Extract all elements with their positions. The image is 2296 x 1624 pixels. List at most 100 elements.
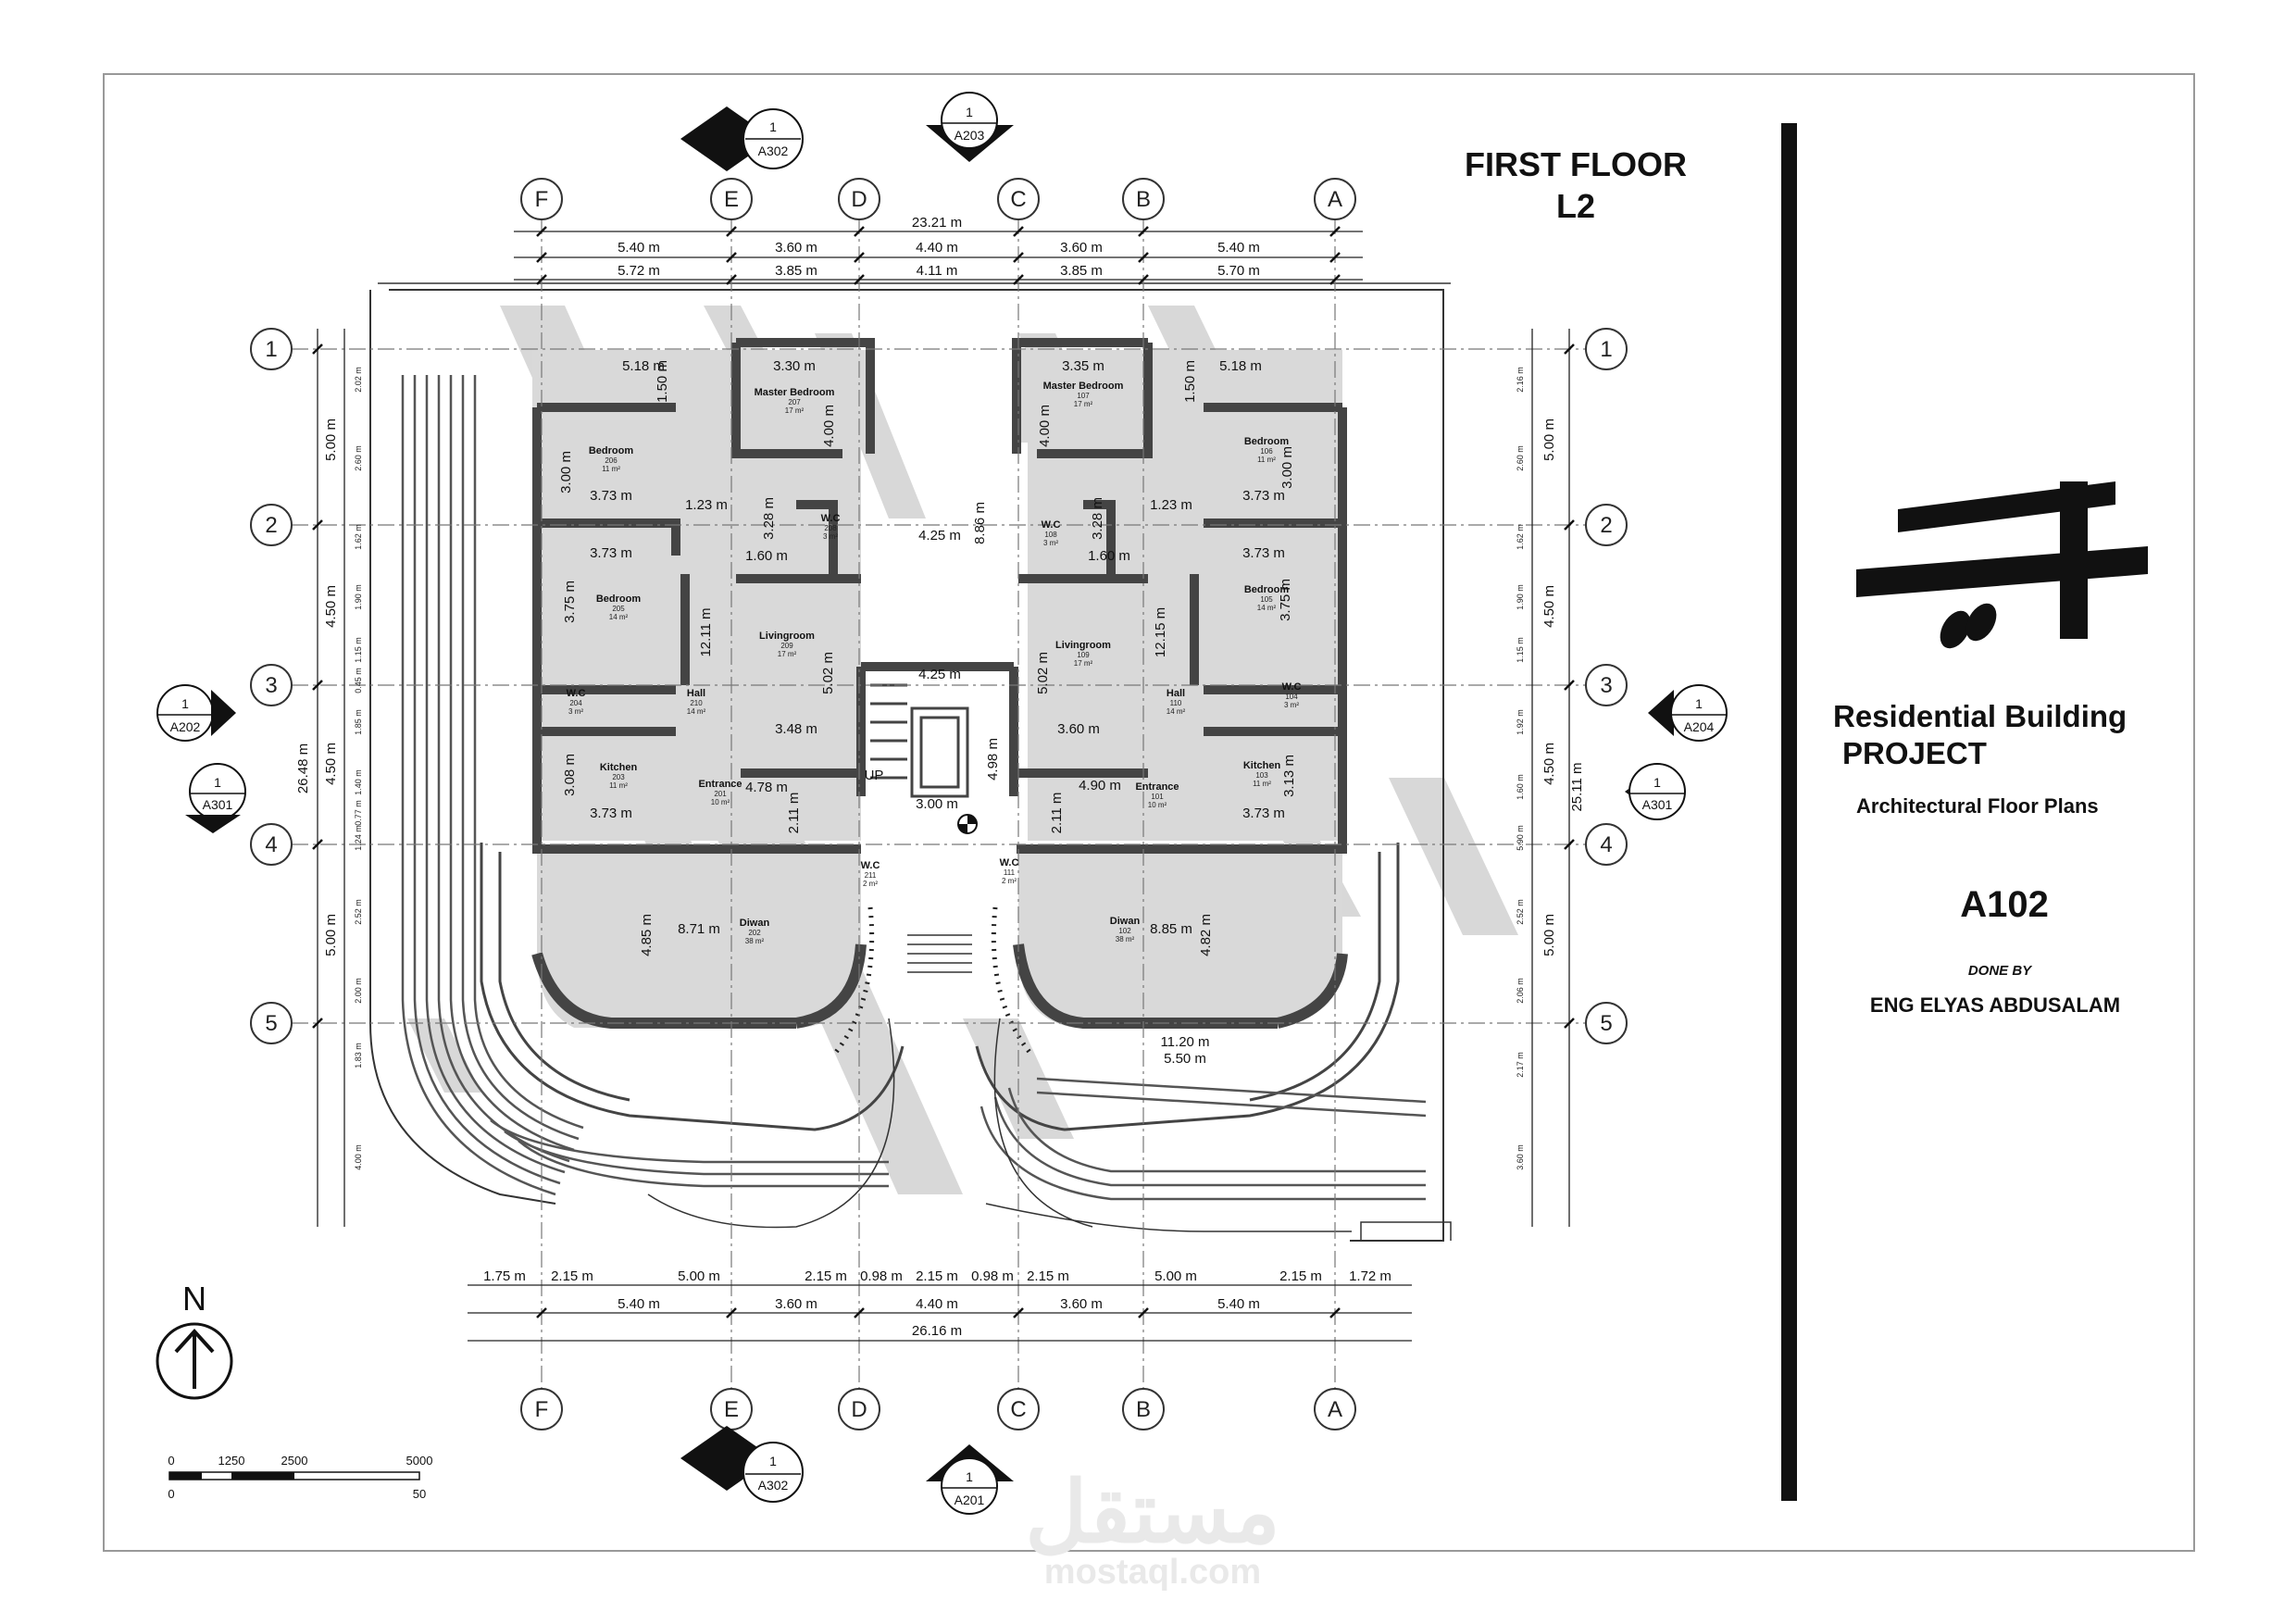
dim-left-span-3: 4.50 m xyxy=(323,743,339,785)
project-subtitle: Architectural Floor Plans xyxy=(1856,794,2099,818)
grid-label-col-d: D xyxy=(851,187,867,212)
room-name: Livingroom xyxy=(1055,640,1111,651)
dim-right-span-3: 4.50 m xyxy=(1541,743,1557,785)
room-area: 38 m² xyxy=(745,937,765,945)
room-name: Entrance xyxy=(698,779,742,790)
sheet-title: FIRST FLOOR L2 xyxy=(1465,145,1687,225)
room-name: Master Bedroom xyxy=(755,387,835,398)
room-area: 10 m² xyxy=(711,798,730,806)
room-number: 206 xyxy=(605,456,618,465)
svg-text:5000: 5000 xyxy=(406,1454,433,1468)
grid-label-row-1: 1 xyxy=(265,337,277,362)
room-area: 17 m² xyxy=(785,406,805,415)
dim-top-row1-1: 5.40 m xyxy=(618,240,660,256)
room-name: Kitchen xyxy=(1243,760,1281,771)
room-name: Hall xyxy=(1167,688,1185,699)
room-dim: 3.73 m xyxy=(1242,545,1285,561)
grid-label-col-b-bottom: B xyxy=(1136,1397,1151,1422)
grid-label-row-5: 5 xyxy=(265,1011,277,1036)
dim-bottom-row1-9: 5.00 m xyxy=(1154,1268,1197,1284)
room-number: 211 xyxy=(865,871,877,880)
dim-right-small-3: 1.62 m xyxy=(1516,524,1525,550)
dim-left-overall: 26.48 m xyxy=(295,743,311,793)
dim-top-row1-2: 3.60 m xyxy=(775,240,817,256)
room-dim: 3.00 m xyxy=(558,451,574,493)
room-area: 14 m² xyxy=(687,707,706,716)
section-marker-a201: 1 A201 xyxy=(926,1444,1014,1515)
watermark: مستقل mostaql.com xyxy=(1025,1466,1279,1592)
room-dim: 3.30 m xyxy=(773,358,816,374)
room-dim: 1.50 m xyxy=(655,360,670,403)
dim-right-span-1: 5.00 m xyxy=(1541,418,1557,461)
svg-text:A302: A302 xyxy=(758,144,789,158)
room-dim: 1.60 m xyxy=(1088,548,1130,564)
room-dim: 4.25 m xyxy=(918,667,961,682)
room-number: 202 xyxy=(748,929,761,937)
dim-right-overall: 25.11 m xyxy=(1569,762,1585,811)
room-area: 10 m² xyxy=(1148,801,1167,809)
section-marker-a301-right: 1 A301 xyxy=(1625,763,1686,820)
room-dim: 4.98 m xyxy=(985,738,1001,781)
room-name: Bedroom xyxy=(1244,584,1290,595)
grid-label-row-5-right: 5 xyxy=(1600,1011,1612,1036)
watermark-arabic: مستقل xyxy=(1025,1466,1279,1560)
grid-label-row-2-right: 2 xyxy=(1600,513,1612,538)
svg-text:1: 1 xyxy=(966,105,973,119)
room-number: 210 xyxy=(690,699,703,707)
dim-top-row1-3: 4.40 m xyxy=(916,240,958,256)
dim-right-small-9: 2.52 m xyxy=(1516,899,1525,925)
room-dim: 8.85 m xyxy=(1150,921,1192,937)
room-area: 14 m² xyxy=(1257,604,1277,612)
dim-bottom-row2-5: 5.40 m xyxy=(1217,1296,1260,1312)
room-dim: 4.00 m xyxy=(821,405,837,447)
title-block-divider xyxy=(1781,123,1797,1501)
dim-left-small-5: 1.15 m xyxy=(354,637,363,663)
section-marker-a301-left: 1 A301 xyxy=(185,763,246,833)
dim-top-row2-3: 4.11 m xyxy=(917,263,958,279)
room-dim: 3.28 m xyxy=(761,497,777,540)
grid-label-row-4-right: 4 xyxy=(1600,832,1612,857)
section-marker-a202: 1 A202 xyxy=(156,684,236,742)
room-number: 207 xyxy=(788,398,801,406)
dim-left-small-1: 2.02 m xyxy=(354,367,363,393)
watermark-site: mostaql.com xyxy=(1044,1553,1261,1592)
svg-text:1: 1 xyxy=(966,1469,973,1484)
section-marker-a203: 1 A203 xyxy=(926,92,1014,162)
dim-right-span-4: 5.00 m xyxy=(1541,914,1557,956)
room-dim: 5.18 m xyxy=(622,358,665,374)
room-name: Kitchen xyxy=(600,762,638,773)
section-markers: 1 A302 1 A203 1 A202 1 A301 xyxy=(156,92,1728,1515)
room-number: 109 xyxy=(1077,651,1090,659)
dim-bottom-row1-5: 0.98 m xyxy=(860,1268,903,1284)
room-number: 209 xyxy=(780,642,793,650)
company-logo xyxy=(1856,481,2148,649)
room-dim: 12.11 m xyxy=(698,607,714,656)
project-name-line1: Residential Building xyxy=(1833,699,2127,733)
dim-top-row2-2: 3.85 m xyxy=(775,263,817,279)
dim-left-span-4: 5.00 m xyxy=(323,914,339,956)
room-number: 107 xyxy=(1077,392,1090,400)
floor-plan xyxy=(369,282,1518,1242)
dim-top-row2-4: 3.85 m xyxy=(1060,263,1103,279)
room-dim: 1.23 m xyxy=(685,497,728,513)
dim-bottom-row1-1: 1.75 m xyxy=(483,1268,526,1284)
room-name: W.C xyxy=(861,860,880,871)
sheet-border xyxy=(103,73,2195,1552)
grid-label-col-f-bottom: F xyxy=(535,1397,549,1422)
room-area: 38 m² xyxy=(1116,935,1135,943)
dim-bottom-row2-3: 4.40 m xyxy=(916,1296,958,1312)
dim-right-small-1: 2.16 m xyxy=(1516,367,1525,393)
dim-left-small-3: 1.62 m xyxy=(354,524,363,550)
room-area: 17 m² xyxy=(778,650,797,658)
room-number: 110 xyxy=(1170,699,1182,707)
room-dim: 8.71 m xyxy=(678,921,720,937)
section-marker-a204: 1 A204 xyxy=(1648,684,1728,742)
room-area: 14 m² xyxy=(609,613,629,621)
dim-bottom-row1-7: 0.98 m xyxy=(971,1268,1014,1284)
svg-text:0: 0 xyxy=(168,1454,174,1468)
room-name: W.C xyxy=(567,688,586,699)
north-arrow: N xyxy=(156,1280,233,1400)
grid-label-row-4: 4 xyxy=(265,832,277,857)
grid-label-row-3-right: 3 xyxy=(1600,673,1612,698)
room-dim: 4.78 m xyxy=(745,780,788,795)
